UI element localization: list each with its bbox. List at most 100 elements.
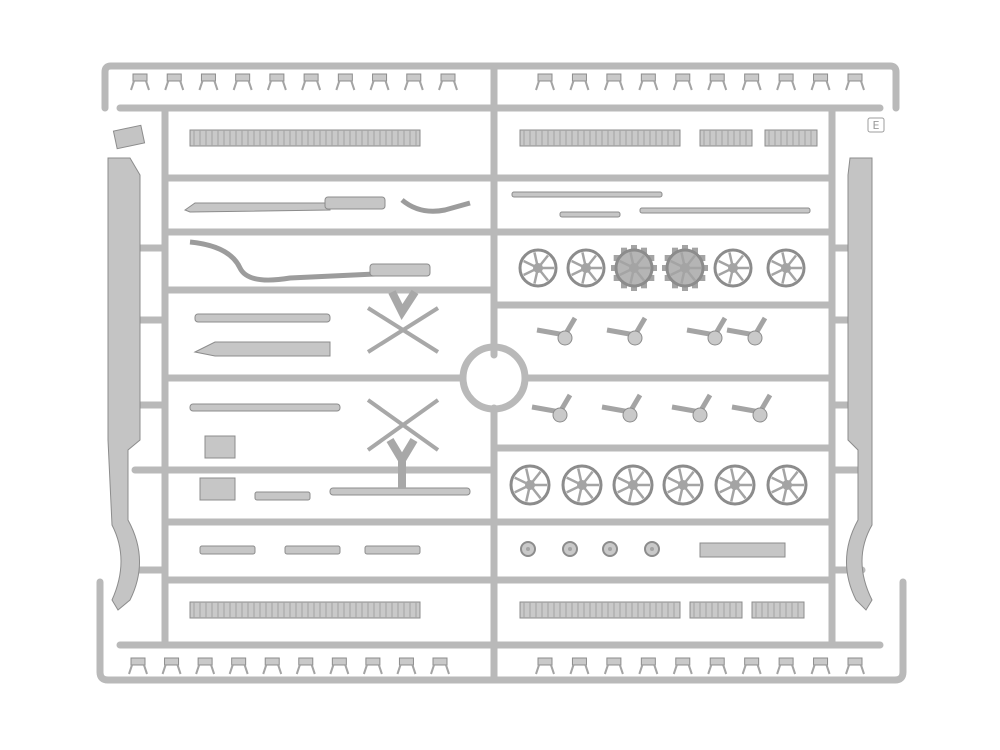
right-side-panel <box>846 157 873 611</box>
small-bar-2 <box>199 545 256 555</box>
axle-part <box>189 403 341 412</box>
spoked-wheel <box>509 464 551 506</box>
rods-and-barrels <box>183 191 811 558</box>
side-panels <box>107 124 873 611</box>
track-clip <box>262 657 283 675</box>
top-clips-right <box>535 73 865 91</box>
bottom-clips-left <box>128 657 450 675</box>
barrel-part <box>324 196 386 210</box>
track-clip <box>335 73 356 91</box>
spoked-wheel <box>612 464 654 506</box>
spoked-wheel <box>518 248 558 288</box>
track-clip <box>232 73 253 91</box>
y-joint-lower <box>386 437 418 488</box>
track-clip <box>776 657 797 675</box>
track-clip <box>195 657 216 675</box>
road-wheels <box>509 245 808 557</box>
track-clip <box>810 657 831 675</box>
beam-part <box>194 313 331 323</box>
suspension-arm <box>536 316 578 346</box>
track-clip <box>396 657 417 675</box>
track-clip <box>295 657 316 675</box>
track-clip <box>403 73 424 91</box>
spoked-wheel <box>561 464 603 506</box>
track-clip <box>603 73 624 91</box>
long-rod <box>183 202 331 213</box>
track-clip <box>707 73 728 91</box>
track-strip <box>764 129 818 147</box>
track-clip <box>198 73 219 91</box>
track-clip <box>638 73 659 91</box>
sprue-frame <box>96 62 907 684</box>
track-clip <box>164 73 185 91</box>
suspension-arm <box>686 316 728 346</box>
track-strip <box>189 601 421 619</box>
track-clip <box>741 657 762 675</box>
center-ring <box>459 343 529 413</box>
thin-rod-2 <box>639 207 811 214</box>
track-clip <box>776 73 797 91</box>
spoked-wheel <box>714 464 756 506</box>
suspension-arms <box>531 316 773 423</box>
small-roller <box>644 541 660 557</box>
track-clip <box>161 657 182 675</box>
top-clips-left <box>130 73 458 91</box>
track-clip <box>329 657 350 675</box>
track-clip <box>535 73 555 91</box>
small-plate-corner <box>112 124 146 150</box>
spoked-wheel <box>766 248 806 288</box>
track-clip <box>672 657 693 675</box>
y-joint-upper <box>388 289 419 321</box>
spoked-wheel <box>766 464 808 506</box>
small-bar-3 <box>284 545 341 555</box>
track-clip <box>810 73 831 91</box>
curved-rod <box>189 239 376 283</box>
thin-rod <box>511 191 663 198</box>
track-clip <box>128 657 148 675</box>
track-clip <box>438 73 458 91</box>
track-clip <box>638 657 659 675</box>
suspension-arm <box>531 393 573 423</box>
sprue-letter: E <box>873 119 880 132</box>
sprue-letter-tag: E <box>867 117 885 133</box>
track-clip <box>130 73 150 91</box>
axle-part-2 <box>329 487 471 496</box>
track-strip <box>519 601 681 619</box>
x-frame-lower <box>366 398 440 452</box>
wedge-beam <box>193 341 331 357</box>
track-clip <box>266 73 287 91</box>
small-bar <box>254 491 311 501</box>
track-clip <box>301 73 322 91</box>
track-strip <box>699 129 753 147</box>
track-clip <box>672 73 693 91</box>
small-roller <box>520 541 536 557</box>
x-frames <box>366 289 440 488</box>
plate-part <box>204 435 236 459</box>
track-clip <box>845 73 865 91</box>
suspension-arm <box>601 393 643 423</box>
barrel-part-2 <box>369 263 431 277</box>
left-side-panel <box>107 157 141 611</box>
track-clip <box>741 73 762 91</box>
small-roller <box>602 541 618 557</box>
suspension-arm <box>606 316 648 346</box>
track-strip <box>519 129 681 147</box>
track-clip <box>535 657 555 675</box>
x-frame-upper <box>366 306 440 354</box>
thin-rod-3 <box>559 211 621 218</box>
track-link-strips <box>189 129 818 619</box>
bracket-part <box>699 542 786 558</box>
track-strip <box>189 129 421 147</box>
small-bar-4 <box>364 545 421 555</box>
spoked-wheel <box>713 248 753 288</box>
bottom-clips-right <box>535 657 865 675</box>
sprocket-wheel <box>662 245 708 291</box>
track-clip <box>569 657 590 675</box>
track-clip <box>362 657 383 675</box>
spoked-wheel <box>566 248 606 288</box>
curved-lever <box>400 198 471 214</box>
track-clip <box>430 657 450 675</box>
track-clip <box>569 73 590 91</box>
track-strip <box>689 601 743 619</box>
